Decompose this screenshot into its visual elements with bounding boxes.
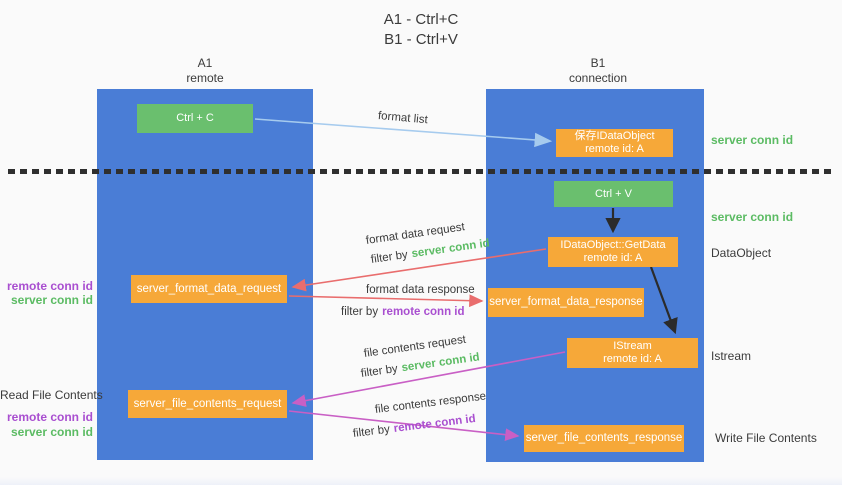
lane-b1-name: B1 [590, 56, 606, 70]
diagram-title: A1 - Ctrl+C B1 - Ctrl+V [301, 10, 541, 50]
server-conn-id-text: server conn id [410, 237, 491, 261]
filter-prefix: filter by [341, 306, 379, 318]
server-format-data-request-label: server_format_data_request [136, 282, 282, 295]
read-file-contents-label: Read File Contents [0, 388, 103, 402]
ctrl-v-label: Ctrl + V [595, 187, 632, 200]
server-format-data-request-box: server_format_data_request [131, 275, 287, 303]
save-idataobject-line1: 保存IDataObject [574, 130, 655, 142]
getdata-line1: IDataObject::GetData [560, 239, 666, 251]
remote-conn-id-text: remote conn id [393, 412, 477, 435]
ctrl-c-label: Ctrl + C [176, 112, 214, 124]
server-format-data-response-label: server_format_data_response [489, 296, 643, 308]
filter-prefix: filter by [360, 362, 399, 380]
filter-prefix: filter by [352, 423, 391, 440]
lane-a1-name: A1 [197, 56, 213, 70]
format-list-label: format list [377, 110, 429, 127]
left-remote-conn-id-2: remote conn id [6, 410, 93, 424]
lane-header-a1: A1 remote [145, 56, 265, 86]
ctrl-c-box: Ctrl + C [137, 104, 253, 133]
title-line-1: A1 - Ctrl+C [383, 11, 459, 28]
left-server-conn-id-2: server conn id [10, 425, 93, 439]
server-file-contents-request-box: server_file_contents_request [128, 390, 287, 418]
right-server-conn-id-top: server conn id [711, 133, 794, 147]
lane-b1-role: connection [568, 71, 628, 85]
write-file-contents-label: Write File Contents [715, 431, 817, 445]
format-data-response-arrow [288, 294, 484, 308]
server-format-data-response-box: server_format_data_response [488, 288, 644, 317]
left-server-conn-id-1: server conn id [10, 293, 93, 307]
server-file-contents-response-box: server_file_contents_response [524, 425, 684, 452]
filter-prefix: filter by [370, 248, 409, 266]
left-remote-conn-id-1: remote conn id [6, 279, 93, 293]
phase-separator-dashed-line [8, 169, 834, 174]
istream-line2: remote id: A [603, 353, 662, 365]
server-file-contents-request-label: server_file_contents_request [133, 397, 282, 410]
idataobject-getdata-box: IDataObject::GetData remote id: A [548, 237, 678, 267]
server-conn-id-text: server conn id [400, 351, 481, 375]
remote-conn-id-text: remote conn id [382, 306, 465, 318]
dataobject-label: DataObject [711, 246, 772, 260]
istream-line1: IStream [613, 340, 652, 352]
title-line-2: B1 - Ctrl+V [384, 31, 458, 48]
right-server-conn-id-mid: server conn id [711, 210, 794, 224]
server-file-contents-response-label: server_file_contents_response [525, 432, 683, 444]
save-idataobject-line2: remote id: A [585, 143, 644, 155]
lane-header-b1: B1 connection [538, 56, 658, 86]
ctrl-v-box: Ctrl + V [554, 181, 673, 207]
format-data-response-label: format data response [366, 284, 475, 296]
istream-box: IStream remote id: A [567, 338, 698, 368]
bottom-gradient-strip [0, 477, 842, 485]
istream-side-label: Istream [711, 349, 752, 363]
save-idataobject-box: 保存IDataObject remote id: A [556, 129, 673, 157]
file-contents-response-label: file contents response [374, 390, 487, 416]
getdata-line2: remote id: A [583, 252, 643, 264]
lane-a1-role: remote [186, 71, 224, 85]
